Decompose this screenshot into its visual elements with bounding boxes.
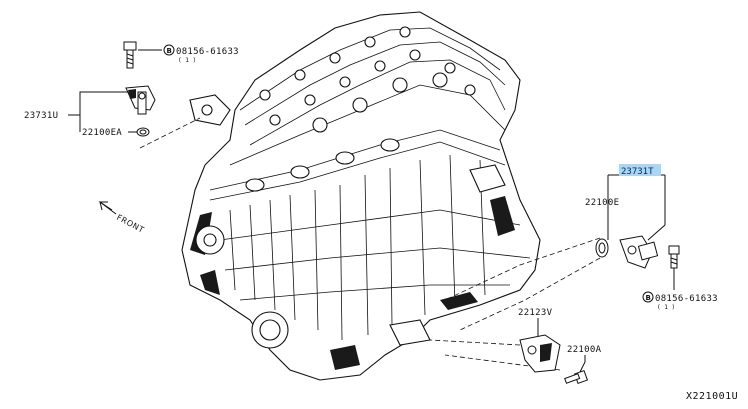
- oring-top-part-number: 22100EA: [82, 128, 122, 138]
- bolt-top-qty: ( 1 ): [178, 57, 196, 64]
- figure-code: X221001U: [686, 391, 738, 402]
- callout-bracket[interactable]: 22123V: [518, 308, 553, 318]
- bolt-right-qty: ( 1 ): [657, 304, 675, 311]
- callout-sensor-right[interactable]: 23731T: [619, 164, 661, 177]
- callout-bolt-top[interactable]: B 08156-61633 ( 1 ): [163, 44, 239, 64]
- callout-oring-top[interactable]: 22100EA: [82, 128, 122, 138]
- front-label: FRONT: [115, 213, 146, 235]
- callout-bracket-bolt[interactable]: 22100A: [567, 345, 602, 355]
- oring-right-part[interactable]: [595, 238, 609, 258]
- bracket-part[interactable]: [519, 334, 561, 373]
- bolt-right-symbol: B: [646, 294, 651, 302]
- front-arrow-icon: FRONT: [98, 201, 146, 235]
- bracket-bolt-part[interactable]: [564, 369, 589, 385]
- callout-bolt-right[interactable]: B 08156-61633 ( 1 ): [642, 291, 718, 311]
- cam-position-sensor-top-part[interactable]: [125, 85, 156, 115]
- bolt-top-part[interactable]: [123, 41, 137, 69]
- bolt-top-symbol: B: [167, 47, 172, 55]
- sensor-top-part-number: 23731U: [24, 111, 58, 121]
- bolt-right-part-number: 08156-61633: [655, 294, 718, 304]
- callout-oring-right[interactable]: 22100E: [585, 198, 619, 208]
- callout-sensor-top[interactable]: 23731U: [24, 111, 58, 121]
- oring-top-part[interactable]: [136, 127, 150, 137]
- bolt-right-part[interactable]: [668, 245, 680, 269]
- sensor-right-highlight: [619, 164, 661, 176]
- oring-right-part-number: 22100E: [585, 198, 619, 208]
- bracket-part-number: 22123V: [518, 308, 553, 318]
- bolt-top-part-number: 08156-61633: [176, 47, 239, 57]
- sensor-right-part-number: 23731T: [621, 167, 654, 177]
- crank-position-sensor-right-part[interactable]: [619, 235, 659, 269]
- engine-block-illustration: [181, 11, 541, 381]
- bracket-bolt-part-number: 22100A: [567, 345, 602, 355]
